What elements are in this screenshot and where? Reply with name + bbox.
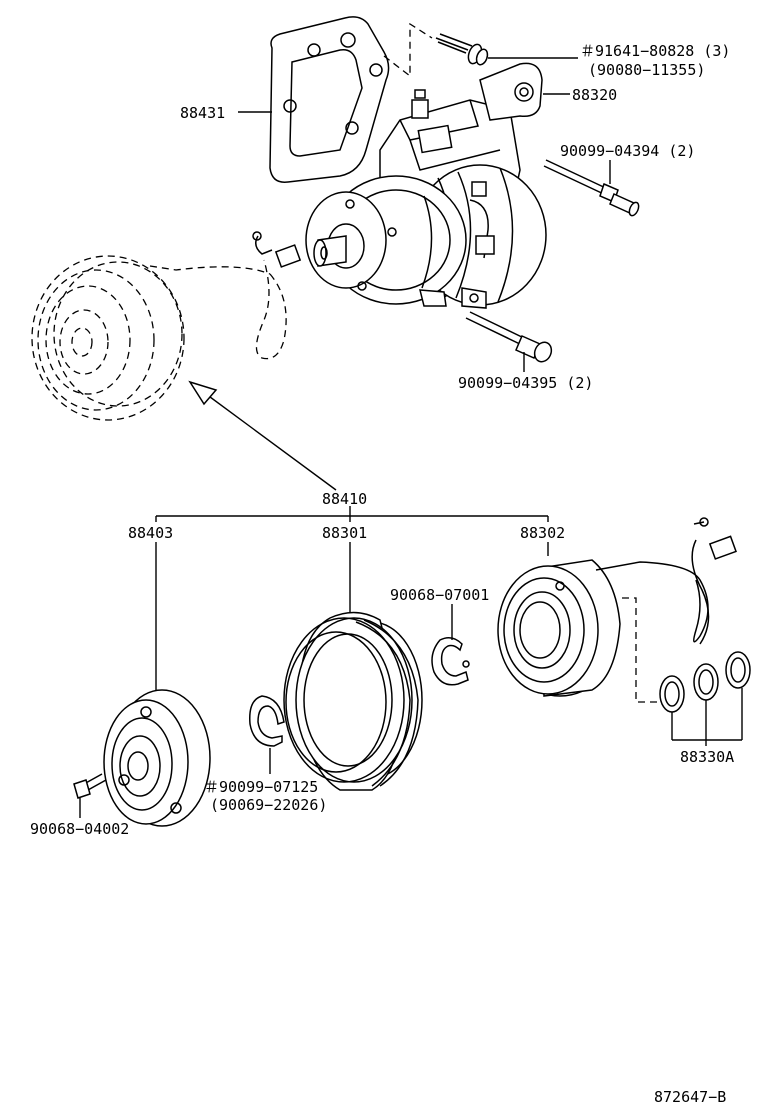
gasket-88431 bbox=[269, 16, 390, 183]
compressor-88320 bbox=[305, 62, 547, 309]
label-88302: 88302 bbox=[520, 524, 565, 542]
label-88431: 88431 bbox=[180, 104, 225, 122]
leader-dashed-gasket bbox=[383, 22, 433, 78]
bolt-90068-04002 bbox=[73, 773, 107, 799]
label-88330a: 88330A bbox=[680, 748, 734, 766]
snap-ring-90068-07001 bbox=[431, 637, 470, 686]
assembly-bracket-88410 bbox=[155, 506, 549, 690]
arrow-88410 bbox=[188, 380, 337, 491]
label-88320: 88320 bbox=[572, 86, 617, 104]
label-91641-80828: ＃91641−80828 (3) bbox=[580, 42, 730, 60]
shims-88330a bbox=[659, 651, 751, 713]
bolt-91641-80828 bbox=[435, 33, 489, 66]
bolt-90099-04395 bbox=[465, 311, 553, 363]
label-90099-07125: ＃90099−07125 bbox=[204, 778, 318, 796]
snap-ring-90099-07125 bbox=[249, 695, 285, 747]
diagram-id: 872647−B bbox=[654, 1088, 726, 1106]
leader-dashed-coil bbox=[622, 597, 662, 703]
label-90069-22026: (90069−22026) bbox=[210, 796, 327, 814]
bolt-90099-04394 bbox=[543, 159, 640, 217]
label-90068-07001: 90068−07001 bbox=[390, 586, 489, 604]
pulley-88301 bbox=[283, 611, 423, 791]
field-coil-88302 bbox=[497, 517, 737, 697]
clutch-assembly-dashed bbox=[31, 231, 302, 421]
label-88301: 88301 bbox=[322, 524, 367, 542]
pressure-plate-88403 bbox=[103, 689, 211, 827]
label-90080-11355: (90080−11355) bbox=[588, 61, 705, 79]
label-90068-04002: 90068−04002 bbox=[30, 820, 129, 838]
label-90099-04394: 90099−04394 (2) bbox=[560, 142, 695, 160]
leader-88330a bbox=[671, 688, 743, 746]
label-90099-04395: 90099−04395 (2) bbox=[458, 374, 593, 392]
label-88403: 88403 bbox=[128, 524, 173, 542]
label-88410: 88410 bbox=[322, 490, 367, 508]
